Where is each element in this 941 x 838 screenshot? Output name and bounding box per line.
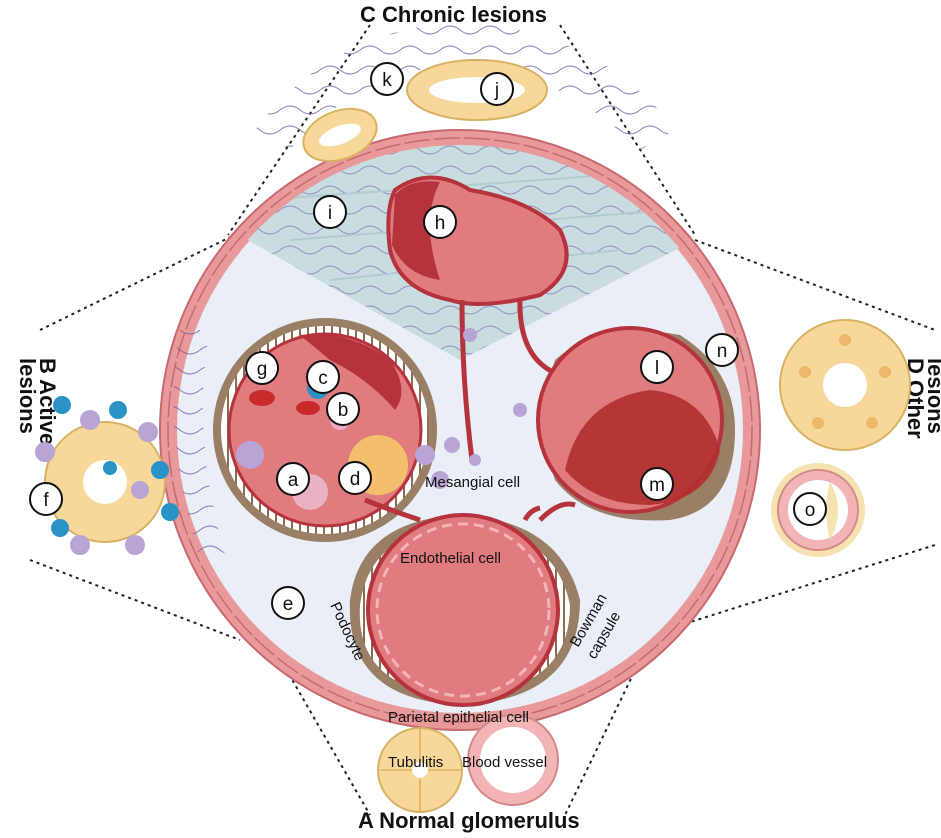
- marker-i: i: [328, 203, 332, 224]
- marker-m: m: [649, 475, 665, 496]
- fibrosis-fibers-top: [255, 22, 675, 150]
- label-tubulitis: Tubulitis: [388, 754, 443, 771]
- marker-e: e: [283, 594, 294, 615]
- right-lobule: [522, 326, 735, 522]
- other-tubule: [779, 319, 911, 451]
- mesangial-cells: [415, 328, 527, 489]
- capsule-cell-outlines: [167, 137, 753, 723]
- bowman-space: [177, 147, 743, 713]
- normal-lobule: [349, 513, 580, 707]
- marker-f: f: [43, 490, 49, 511]
- normal-tubule: [377, 727, 463, 813]
- letter-marker-text: a b c d e f g h i j k l m n o: [43, 70, 815, 615]
- capsule-fibers-left: [173, 330, 225, 560]
- capillary-loops: [364, 497, 576, 523]
- label-parietal-epithelial-cell: Parietal epithelial cell: [388, 709, 529, 726]
- active-lobule: [213, 318, 437, 542]
- marker-g: g: [257, 359, 268, 380]
- marker-k: k: [382, 70, 392, 91]
- marker-n: n: [717, 341, 728, 362]
- label-mesangial-cell: Mesangial cell: [425, 474, 520, 491]
- label-endothelial-cell: Endothelial cell: [400, 550, 501, 567]
- marker-c: c: [318, 368, 328, 389]
- marker-h: h: [435, 213, 446, 234]
- letter-markers: [29, 62, 827, 620]
- atrophic-tubule-j: [406, 59, 548, 121]
- marker-l: l: [655, 358, 659, 379]
- tubulitis-active-f: [35, 396, 179, 555]
- marker-j: j: [494, 80, 499, 101]
- marker-a: a: [288, 470, 299, 491]
- marker-d: d: [350, 469, 361, 490]
- marker-b: b: [338, 400, 349, 421]
- normal-blood-vessel: [467, 714, 559, 806]
- marker-o: o: [805, 500, 816, 521]
- label-blood-vessel: Blood vessel: [462, 754, 547, 771]
- section-a-title: A Normal glomerulus: [358, 808, 580, 833]
- atrophic-tubule-small: [302, 107, 378, 163]
